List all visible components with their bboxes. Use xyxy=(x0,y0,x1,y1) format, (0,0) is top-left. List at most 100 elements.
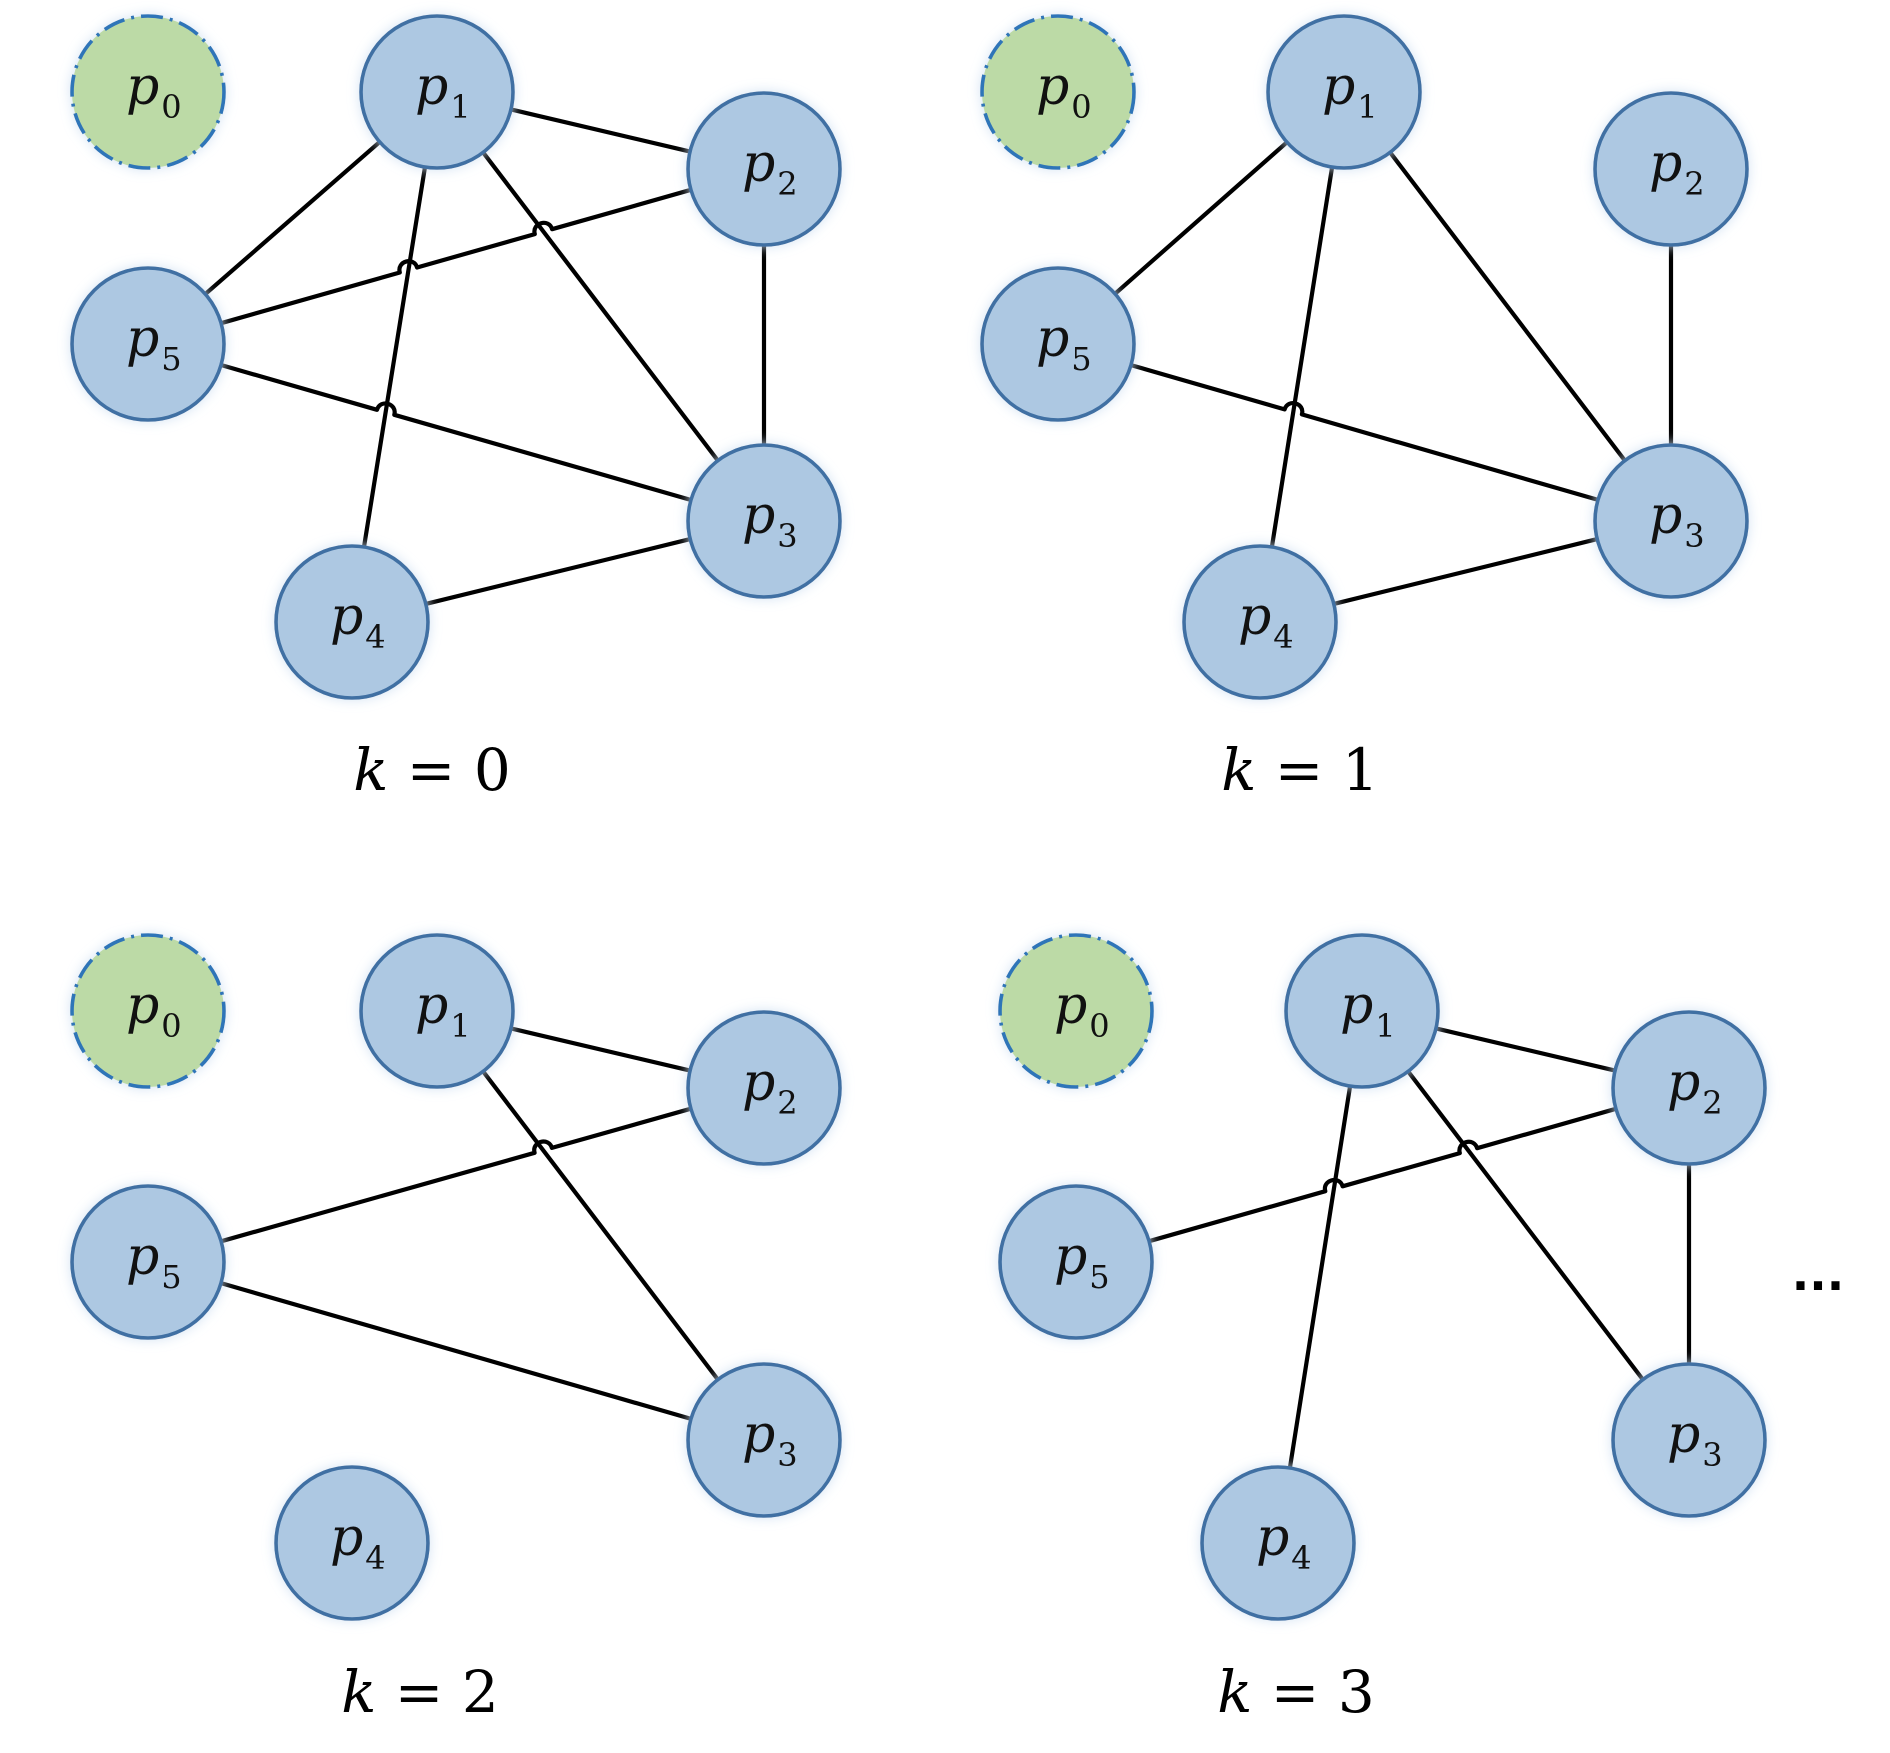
node-p3: p3 xyxy=(1611,1362,1767,1518)
edge-p2-p5 xyxy=(219,187,693,326)
node-p4: p4 xyxy=(1182,544,1338,700)
edge-p2-p5 xyxy=(219,1106,693,1244)
node-label-p3: p3 xyxy=(1649,486,1705,555)
node-p1: p1 xyxy=(359,933,515,1089)
node-circle-special xyxy=(980,14,1136,170)
node-circle xyxy=(1611,1362,1767,1518)
caption-k2: k = 2 xyxy=(341,1658,499,1726)
node-circle xyxy=(70,1184,226,1340)
edge-p2-p5 xyxy=(1147,1106,1618,1244)
node-circle xyxy=(1593,443,1749,599)
edge-p1-p2 xyxy=(1433,1026,1618,1073)
node-label-p1: p1 xyxy=(1340,976,1396,1045)
node-circle xyxy=(1182,544,1338,700)
node-label-p4: p4 xyxy=(330,587,386,656)
node-label-p0: p0 xyxy=(1036,57,1092,126)
edge-p1-p3 xyxy=(481,1069,720,1382)
node-label-p0: p0 xyxy=(1054,976,1110,1045)
panel-k0: p0 p1 p2 p3 p4 p5 k = 0 xyxy=(70,14,842,804)
node-p4: p4 xyxy=(274,544,430,700)
node-circle xyxy=(686,1362,842,1518)
node-label-p1: p1 xyxy=(415,57,471,126)
edge-p1-p5 xyxy=(203,139,382,297)
node-label-p5: p5 xyxy=(126,1227,182,1296)
edge-p1-p3 xyxy=(481,150,720,463)
node-label-p3: p3 xyxy=(742,1405,798,1474)
node-label-p2: p2 xyxy=(742,1053,798,1122)
node-circle-special xyxy=(70,933,226,1089)
node-p1: p1 xyxy=(1266,14,1422,170)
node-circle xyxy=(359,933,515,1089)
node-p0: p0 xyxy=(980,14,1136,170)
node-circle xyxy=(686,1010,842,1166)
node-label-p1: p1 xyxy=(1322,57,1378,126)
node-p5: p5 xyxy=(70,1184,226,1340)
node-circle xyxy=(274,1465,430,1621)
node-circle xyxy=(686,91,842,247)
node-label-p5: p5 xyxy=(1054,1227,1110,1296)
node-circle xyxy=(1611,1010,1767,1166)
caption-k0: k = 0 xyxy=(353,736,511,804)
node-circle xyxy=(274,544,430,700)
edge-p4-p3 xyxy=(423,537,693,606)
node-p2: p2 xyxy=(1611,1010,1767,1166)
node-p3: p3 xyxy=(686,1362,842,1518)
node-p2: p2 xyxy=(686,1010,842,1166)
node-circle xyxy=(998,1184,1154,1340)
node-p1: p1 xyxy=(1284,933,1440,1089)
edge-p1-p2 xyxy=(508,107,693,154)
node-p0: p0 xyxy=(70,933,226,1089)
node-p0: p0 xyxy=(998,933,1154,1089)
node-label-p2: p2 xyxy=(1649,134,1705,203)
node-p1: p1 xyxy=(359,14,515,170)
edge-p1-p3 xyxy=(1406,1069,1645,1382)
node-circle-special xyxy=(998,933,1154,1089)
edge-p5-p3 xyxy=(218,1281,694,1421)
node-label-p3: p3 xyxy=(742,486,798,555)
node-p5: p5 xyxy=(998,1184,1154,1340)
node-label-p2: p2 xyxy=(742,134,798,203)
node-p2: p2 xyxy=(686,91,842,247)
node-p4: p4 xyxy=(274,1465,430,1621)
panel-k2: p0 p1 p2 p3 p4 p5 k = 2 xyxy=(70,933,842,1726)
node-label-p3: p3 xyxy=(1667,1405,1723,1474)
node-circle xyxy=(1200,1465,1356,1621)
node-label-p5: p5 xyxy=(126,309,182,378)
caption-k3: k = 3 xyxy=(1217,1658,1375,1726)
node-p3: p3 xyxy=(1593,443,1749,599)
edge-p1-p4 xyxy=(1269,165,1335,549)
node-label-p4: p4 xyxy=(1238,587,1294,656)
edge-p1-p3 xyxy=(1388,150,1627,463)
node-circle xyxy=(1284,933,1440,1089)
node-label-p4: p4 xyxy=(1256,1508,1312,1577)
continuation-ellipsis: ... xyxy=(1792,1247,1844,1301)
node-label-p2: p2 xyxy=(1667,1053,1723,1122)
edge-p5-p3 xyxy=(1128,363,1601,502)
edge-p4-p3 xyxy=(1331,537,1600,606)
node-circle xyxy=(980,266,1136,422)
node-circle-special xyxy=(70,14,226,170)
node-circle xyxy=(686,443,842,599)
node-p0: p0 xyxy=(70,14,226,170)
node-p2: p2 xyxy=(1593,91,1749,247)
node-p5: p5 xyxy=(70,266,226,422)
node-p3: p3 xyxy=(686,443,842,599)
edge-p1-p5 xyxy=(1112,140,1290,296)
node-circle xyxy=(1266,14,1422,170)
node-label-p1: p1 xyxy=(415,976,471,1045)
node-label-p0: p0 xyxy=(126,57,182,126)
node-circle xyxy=(1593,91,1749,247)
edge-p1-p4 xyxy=(1287,1084,1353,1470)
edge-p1-p2 xyxy=(508,1026,693,1073)
node-p4: p4 xyxy=(1200,1465,1356,1621)
edge-p1-p4 xyxy=(361,164,428,550)
node-label-p5: p5 xyxy=(1036,309,1092,378)
node-label-p0: p0 xyxy=(126,976,182,1045)
panel-k3: p0 p1 p2 p3 p4 p5 k = 3 xyxy=(998,933,1767,1726)
node-p5: p5 xyxy=(980,266,1136,422)
node-circle xyxy=(359,14,515,170)
node-circle xyxy=(70,266,226,422)
